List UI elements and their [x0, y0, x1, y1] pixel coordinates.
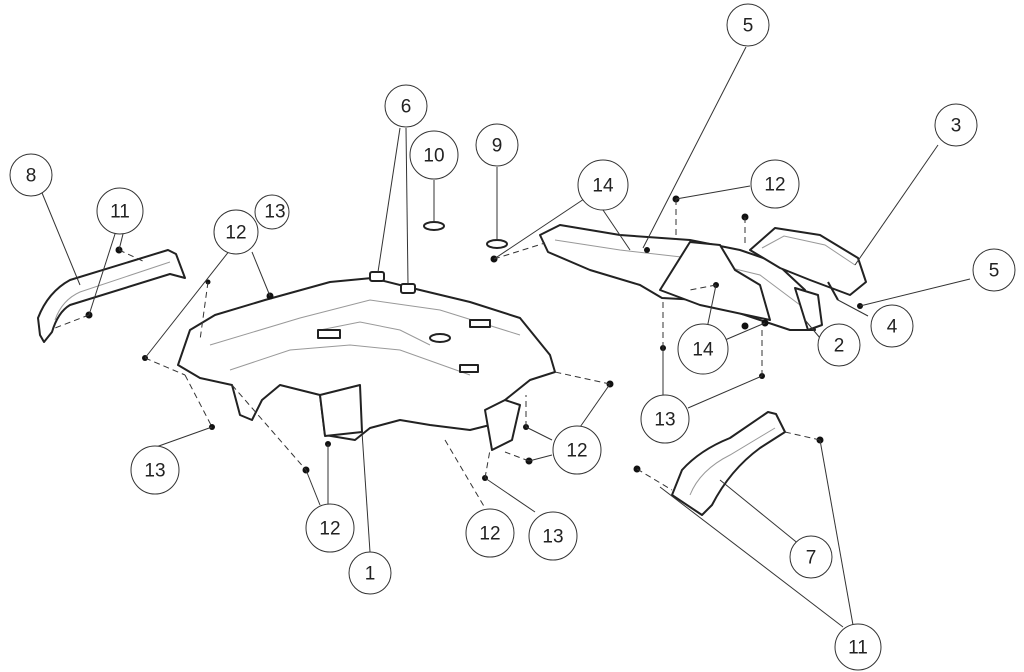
callout-11-left: 11 — [96, 187, 144, 235]
callout-12-lower-mid: 12 — [465, 508, 515, 558]
callout-11-bottom: 11 — [834, 623, 882, 671]
callout-label: 4 — [887, 317, 898, 338]
callout-10: 10 — [409, 130, 459, 180]
callout-14-upper: 14 — [577, 159, 629, 211]
callout-12-top-right: 12 — [750, 159, 800, 209]
callout-2: 2 — [817, 323, 861, 367]
assembly-lines — [54, 199, 821, 509]
part-2-right-frame — [539, 224, 823, 331]
callout-label: 13 — [542, 527, 563, 548]
callout-6: 6 — [384, 84, 428, 128]
callout-7: 7 — [789, 535, 833, 579]
callout-13-left: 13 — [130, 445, 180, 495]
callout-label: 13 — [654, 410, 675, 431]
callout-label: 7 — [806, 548, 817, 569]
part-9-cap — [486, 239, 508, 249]
callout-5-top: 5 — [726, 3, 770, 47]
callout-label: 5 — [989, 261, 1000, 282]
leader-lines — [39, 46, 971, 628]
callout-label: 12 — [225, 223, 246, 244]
callout-label: 14 — [592, 176, 614, 197]
callout-14-lower: 14 — [677, 323, 729, 375]
callout-label: 6 — [401, 97, 412, 118]
callout-13-lower-mid: 13 — [528, 511, 578, 561]
callout-label: 13 — [264, 202, 285, 223]
callout-label: 1 — [365, 564, 376, 585]
callout-label: 5 — [743, 16, 754, 37]
callout-label: 8 — [26, 166, 37, 187]
callout-label: 9 — [492, 136, 503, 157]
callout-8: 8 — [9, 153, 53, 197]
callout-label: 13 — [144, 461, 165, 482]
callout-4: 4 — [870, 304, 914, 348]
callout-13-behind: 13 — [254, 194, 290, 230]
part-3-handle-bar — [749, 227, 867, 301]
callout-label: 12 — [764, 175, 785, 196]
part-7-right-trim — [671, 411, 786, 516]
callout-1: 1 — [348, 551, 392, 595]
callout-3: 3 — [934, 103, 978, 147]
callout-13-right: 13 — [640, 394, 690, 444]
callout-label: 11 — [110, 202, 130, 223]
part-8-left-trim — [37, 249, 186, 343]
callout-label: 2 — [834, 336, 845, 357]
callout-12-right: 12 — [552, 425, 602, 475]
callouts: 1 2 3 4 5 5 6 7 8 9 10 11 11 12 13 12 12… — [9, 3, 1016, 671]
callout-label: 12 — [566, 441, 587, 462]
callout-5-right: 5 — [972, 248, 1016, 292]
callout-label: 11 — [848, 638, 868, 659]
callout-label: 3 — [951, 116, 962, 137]
part-1-main-rear-panel — [177, 277, 556, 451]
callout-label: 12 — [319, 519, 340, 540]
callout-label: 10 — [423, 146, 444, 167]
callout-12-lower-left: 12 — [305, 503, 355, 553]
callout-9: 9 — [475, 123, 519, 167]
callout-12-upper-left: 12 — [213, 209, 259, 255]
part-10-cap — [423, 221, 445, 231]
callout-label: 12 — [479, 524, 500, 545]
callout-label: 14 — [692, 340, 714, 361]
